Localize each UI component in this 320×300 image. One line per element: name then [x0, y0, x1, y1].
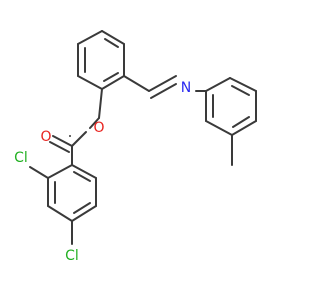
bond	[71, 205, 97, 222]
central-benzene-ring	[77, 30, 125, 90]
ortho-chlorine-label: Cl	[14, 150, 28, 166]
bond	[77, 75, 103, 90]
molecule-canvas: O O N Cl Cl	[14, 30, 257, 264]
carbonyl-double-bond	[49, 141, 70, 153]
double-bond-inner	[73, 202, 91, 214]
bond	[47, 205, 73, 222]
tolyl-ring	[205, 77, 257, 136]
imine-double-bond	[150, 83, 177, 99]
double-bond-inner	[103, 72, 119, 82]
bond	[98, 88, 103, 119]
dichlorophenyl-ring	[47, 164, 97, 222]
bond	[205, 77, 231, 92]
para-chlorine-label: Cl	[65, 248, 79, 264]
imine-nitrogen-label: N	[181, 80, 191, 96]
double-bond-inner	[73, 171, 91, 182]
bond-to-cl-ortho	[29, 166, 49, 179]
bond	[205, 120, 233, 136]
bond	[231, 120, 257, 136]
bond	[101, 75, 125, 90]
carbonyl-double-bond	[52, 135, 73, 147]
bond-o-to-carbonyl	[71, 131, 87, 147]
double-bond-inner	[231, 85, 250, 96]
double-bond-inner	[104, 38, 119, 48]
carbonyl-oxygen-label: O	[40, 129, 51, 145]
bond	[101, 30, 125, 45]
structure-drawing: O O N Cl Cl	[14, 30, 257, 264]
imine-double-bond	[148, 75, 177, 92]
double-bond-inner	[232, 116, 250, 128]
bond	[77, 30, 103, 45]
bond	[123, 75, 150, 92]
bond	[229, 77, 257, 92]
bond	[71, 164, 97, 179]
bond	[47, 164, 73, 179]
bond	[89, 117, 100, 129]
ester-oxygen-label: O	[93, 120, 104, 136]
